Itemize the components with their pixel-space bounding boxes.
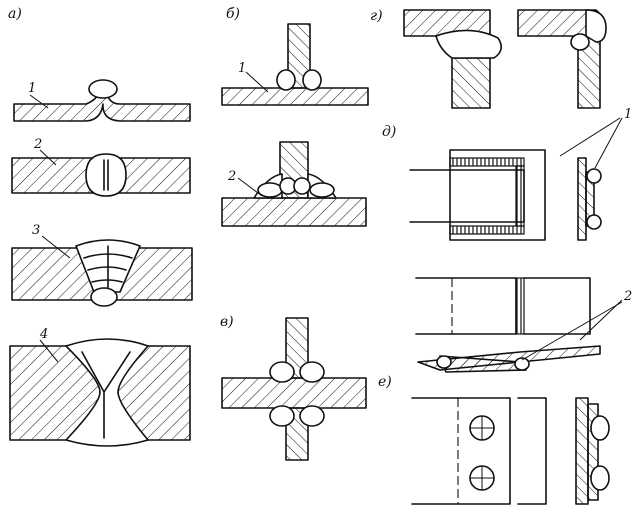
callout-a2: 2 <box>33 137 42 152</box>
callout-a4: 4 <box>39 327 48 342</box>
panel-label-b: б) <box>226 6 240 22</box>
lap-joint-long-strip <box>417 299 623 373</box>
butt-joint-double-v <box>9 338 191 447</box>
butt-plan-view <box>415 277 591 335</box>
panel-d-lap-joints <box>409 117 623 241</box>
tee-joint-multipass-fillet <box>221 141 367 227</box>
plug-weld-section <box>575 397 610 505</box>
callout-b1: 1 <box>238 61 246 76</box>
panel-e-plug-welds <box>411 397 610 505</box>
callout-d2: 2 <box>623 289 632 304</box>
panel-label-a: а) <box>8 6 22 22</box>
panel-g-corner-joints <box>403 9 607 109</box>
lap-joint-plan-view <box>409 149 546 241</box>
plug-weld-plan-view <box>411 397 547 505</box>
panel-a-butt-joints <box>9 79 193 447</box>
panel-label-g: г) <box>370 8 383 24</box>
panel-v-cross-joint <box>221 317 367 461</box>
lap-joint-section <box>577 157 602 241</box>
panel-label-d: д) <box>382 124 396 140</box>
butt-joint-flanged <box>13 79 191 122</box>
corner-joint-left <box>403 9 502 109</box>
butt-joint-square <box>11 149 191 197</box>
butt-joint-v-multipass <box>11 235 193 307</box>
panel-label-v: в) <box>220 314 234 330</box>
panel-label-e: е) <box>378 374 392 390</box>
corner-joint-right <box>517 9 607 109</box>
callout-b2: 2 <box>227 169 236 184</box>
tee-joint-fillet-both-sides <box>221 23 369 106</box>
callout-d1: 1 <box>624 107 632 122</box>
callout-a1: 1 <box>28 81 36 96</box>
callout-a3: 3 <box>32 223 40 238</box>
panel-b-tee-joints <box>221 23 369 227</box>
